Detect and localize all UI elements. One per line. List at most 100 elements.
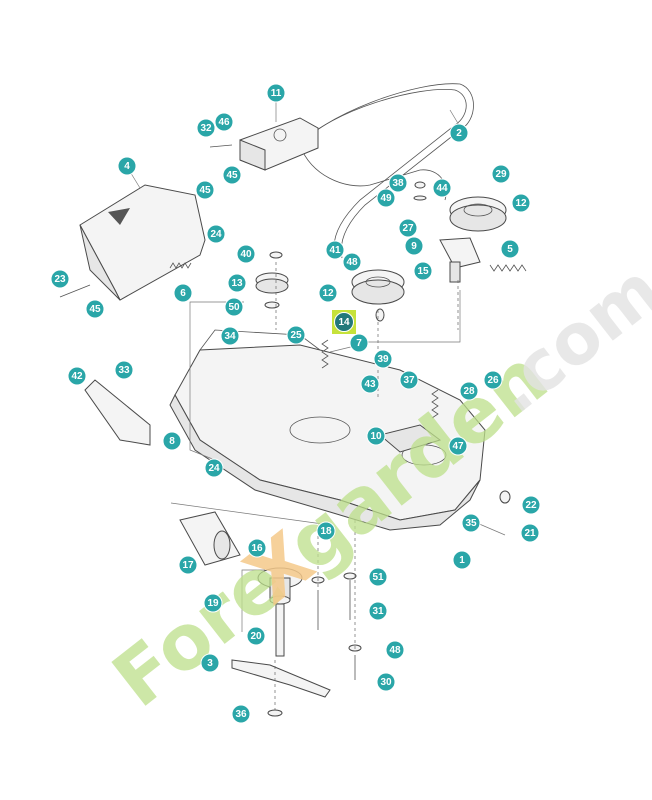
callout-number: 23 xyxy=(54,274,66,285)
callout-number: 32 xyxy=(200,123,212,134)
callout-number: 21 xyxy=(524,528,536,539)
callout-number: 45 xyxy=(226,170,238,181)
spring-deck-right xyxy=(431,389,439,419)
callout-circle xyxy=(222,165,242,185)
callout-23: 23 xyxy=(50,269,70,289)
callout-circle xyxy=(511,193,531,213)
callout-number: 5 xyxy=(507,244,513,255)
bolts xyxy=(59,144,356,680)
callout-number: 12 xyxy=(322,288,334,299)
callout-number: 6 xyxy=(180,288,186,299)
callout-24: 24 xyxy=(204,458,224,478)
callout-circle xyxy=(404,236,424,256)
callout-circle xyxy=(266,83,286,103)
callout-22: 22 xyxy=(521,495,541,515)
callout-number: 51 xyxy=(372,572,384,583)
callout-circle xyxy=(491,164,511,184)
callout-circle xyxy=(385,640,405,660)
callout-47: 47 xyxy=(448,436,468,456)
callout-circle xyxy=(214,112,234,132)
callout-number: 48 xyxy=(346,257,358,268)
callout-45: 45 xyxy=(222,165,242,185)
callout-number: 15 xyxy=(417,266,429,277)
callout-circle xyxy=(50,269,70,289)
callout-number: 34 xyxy=(224,331,236,342)
callout-number: 10 xyxy=(370,431,382,442)
callout-number: 7 xyxy=(356,338,362,349)
callout-21: 21 xyxy=(520,523,540,543)
callout-5: 5 xyxy=(500,239,520,259)
callout-circle xyxy=(195,180,215,200)
callout-33: 33 xyxy=(114,360,134,380)
spring-left xyxy=(169,262,192,269)
callout-2: 2 xyxy=(449,123,469,143)
callout-number: 17 xyxy=(182,560,194,571)
callout-circle xyxy=(342,252,362,272)
callout-29: 29 xyxy=(491,164,511,184)
callout-number: 20 xyxy=(250,631,262,642)
callout-38: 38 xyxy=(388,173,408,193)
callout-number: 45 xyxy=(199,185,211,196)
callout-number: 16 xyxy=(251,543,263,554)
callout-number: 3 xyxy=(207,658,213,669)
callout-12: 12 xyxy=(318,283,338,303)
callout-42: 42 xyxy=(67,366,87,386)
callout-number: 24 xyxy=(208,463,220,474)
callout-number: 2 xyxy=(456,128,462,139)
callout-circle xyxy=(432,178,452,198)
blade xyxy=(231,659,331,698)
callout-circle xyxy=(448,436,468,456)
idler-pulley-center xyxy=(351,269,405,305)
callout-circle xyxy=(117,156,137,176)
callout-circle xyxy=(220,326,240,346)
callout-circle xyxy=(206,224,226,244)
callout-number: 18 xyxy=(320,526,332,537)
callout-number: 30 xyxy=(380,677,392,688)
callout-circle xyxy=(196,118,216,138)
callout-19: 19 xyxy=(203,593,223,613)
callout-36: 36 xyxy=(231,704,251,724)
idler-pulley-right xyxy=(449,196,507,232)
callout-27: 27 xyxy=(398,218,418,238)
callout-4: 4 xyxy=(117,156,137,176)
callout-circle xyxy=(318,283,338,303)
callout-circle xyxy=(461,513,481,533)
callout-circle xyxy=(521,495,541,515)
callout-number: 27 xyxy=(402,223,414,234)
callout-circle xyxy=(452,550,472,570)
callout-number: 35 xyxy=(465,518,477,529)
callout-circle xyxy=(520,523,540,543)
callout-number: 8 xyxy=(169,436,175,447)
callout-45: 45 xyxy=(195,180,215,200)
callout-18: 18 xyxy=(316,521,336,541)
callout-circle xyxy=(236,244,256,264)
spindle-assembly xyxy=(257,567,303,657)
callout-circle xyxy=(224,297,244,317)
spring-right xyxy=(489,264,527,272)
callout-41: 41 xyxy=(325,240,345,260)
callout-number: 48 xyxy=(389,645,401,656)
callout-number: 31 xyxy=(372,606,384,617)
callout-circle xyxy=(360,374,380,394)
callout-11: 11 xyxy=(266,83,286,103)
callout-31: 31 xyxy=(368,601,388,621)
callout-number: 37 xyxy=(403,375,415,386)
callout-49: 49 xyxy=(376,188,396,208)
callout-circle xyxy=(114,360,134,380)
callout-13: 13 xyxy=(227,273,247,293)
idler-arm xyxy=(439,237,481,283)
callout-number: 49 xyxy=(380,193,392,204)
callout-circle xyxy=(200,653,220,673)
callout-number: 45 xyxy=(89,304,101,315)
mounting-bracket xyxy=(239,117,319,171)
callout-number: 4 xyxy=(124,161,130,172)
callout-number: 38 xyxy=(392,178,404,189)
callout-circle xyxy=(398,218,418,238)
callout-20: 20 xyxy=(246,626,266,646)
callout-51: 51 xyxy=(368,567,388,587)
callout-circle xyxy=(227,273,247,293)
callout-10: 10 xyxy=(366,426,386,446)
callout-43: 43 xyxy=(360,374,380,394)
callout-number: 43 xyxy=(364,379,376,390)
callout-35: 35 xyxy=(461,513,481,533)
